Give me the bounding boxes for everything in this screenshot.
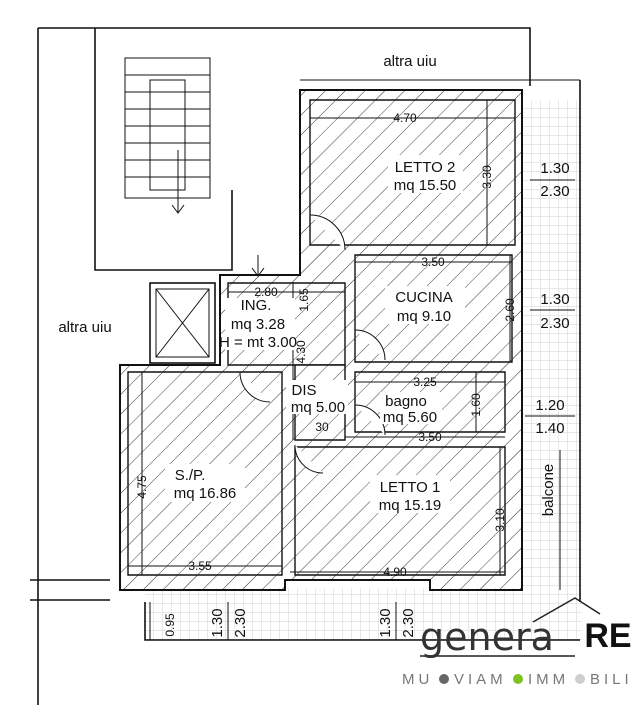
stairwell [94, 28, 233, 271]
room-height: H = mt 3.00 [219, 334, 297, 351]
logo-tagline-1: MU [402, 671, 433, 688]
dim-label: 4.70 [393, 111, 417, 125]
dim-label: 1.30 [209, 608, 226, 637]
logo-word: genera [420, 615, 554, 659]
dim-label: 3.10 [493, 508, 507, 532]
dim-label: 3.55 [188, 559, 212, 573]
dim-label: 4.75 [135, 475, 149, 499]
room-name: LETTO 1 [380, 479, 441, 496]
door-swings [239, 214, 386, 474]
dim-label: 1.30 [377, 608, 394, 637]
room-area: mq 16.86 [174, 485, 237, 502]
dim-label: 3.50 [418, 430, 442, 444]
dim-label: 1.40 [535, 420, 564, 437]
dim-label: 2.30 [540, 315, 569, 332]
neighbor-top-label: altra uiu [383, 53, 436, 70]
room-name: bagno [385, 393, 427, 410]
neighbor-left-label: altra uiu [58, 319, 111, 336]
room-name: S./P. [175, 467, 206, 484]
logo-dot [439, 674, 449, 684]
room-area: mq 15.19 [379, 497, 442, 514]
dim-label: 1.65 [297, 288, 311, 312]
dim-label: 1.20 [535, 397, 564, 414]
dim-label: 2.80 [254, 285, 278, 299]
dim-label: 4.90 [383, 565, 407, 579]
logo-tagline-3: IMM [528, 671, 569, 688]
logo: genera RE MU VIAM IMM BILI [402, 597, 633, 688]
balcony [144, 79, 582, 641]
logo-mark: RE [584, 617, 631, 655]
room-name: CUCINA [395, 289, 453, 306]
dim-label: 0.95 [163, 613, 177, 637]
dim-label: 2.60 [503, 298, 517, 322]
room-area: mq 9.10 [397, 308, 451, 325]
dim-label: 4.30 [294, 340, 308, 364]
room-name: DIS [291, 382, 316, 399]
balcony-label: balcone [540, 464, 557, 517]
logo-dot [575, 674, 585, 684]
room-area: mq 5.60 [383, 409, 437, 426]
logo-tagline-4: BILI [590, 671, 633, 688]
dim-label: 3.50 [421, 255, 445, 269]
room-name: LETTO 2 [395, 159, 456, 176]
dim-label: 2.30 [232, 608, 249, 637]
room-name: ING. [241, 297, 272, 314]
dim-label: 1.30 [540, 160, 569, 177]
room-area: mq 3.28 [231, 316, 285, 333]
dim-label: 2.30 [400, 608, 417, 637]
dim-label: 1.60 [469, 393, 483, 417]
room-area: mq 5.00 [291, 399, 345, 416]
elevator [149, 282, 216, 364]
dimension-labels: 4.70 3.30 1.30 2.30 3.50 2.60 1.30 2.30 … [135, 111, 570, 638]
roof-icon [532, 597, 601, 623]
dim-label: 3.25 [413, 375, 437, 389]
logo-dot [513, 674, 523, 684]
dimension-lines [128, 100, 575, 640]
dim-label: 30 [315, 420, 329, 434]
dim-label: 2.30 [540, 183, 569, 200]
logo-tagline-2: VIAM [454, 671, 507, 688]
dim-label: 1.30 [540, 291, 569, 308]
dim-label: 3.30 [480, 165, 494, 189]
room-labels: LETTO 2 mq 15.50 CUCINA mq 9.10 ING. mq … [165, 155, 465, 514]
building-outline [30, 27, 531, 705]
room-area: mq 15.50 [394, 177, 457, 194]
